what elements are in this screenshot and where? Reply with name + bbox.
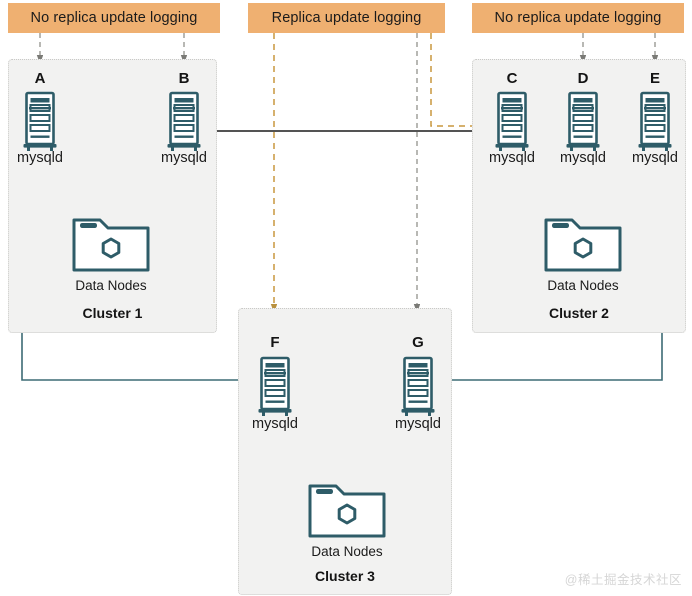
node-letter-C: C <box>506 70 518 87</box>
server-label-E: mysqld <box>632 150 678 166</box>
server-label-B: mysqld <box>161 150 207 166</box>
server-rack-icon-F <box>258 356 292 419</box>
server-rack-icon-C <box>495 91 529 154</box>
server-label-G: mysqld <box>395 416 441 432</box>
watermark: @稀土掘金技术社区 <box>564 573 682 587</box>
server-rack-icon-A <box>23 91 57 154</box>
node-letter-B: B <box>178 70 190 87</box>
node-letter-A: A <box>34 70 46 87</box>
server-rack-icon-G <box>401 356 435 419</box>
data-nodes-folder-icon-cluster-1 <box>71 212 151 274</box>
server-label-F: mysqld <box>252 416 298 432</box>
cluster-3-label: Cluster 3 <box>315 568 375 584</box>
cluster-1-label: Cluster 1 <box>82 305 143 321</box>
cluster-2-label: Cluster 2 <box>549 305 609 321</box>
server-label-A: mysqld <box>17 150 63 166</box>
data-nodes-folder-icon-cluster-2 <box>543 212 623 274</box>
banner-no-replica-update-logging-left: No replica update logging <box>8 3 220 33</box>
banner-replica-update-logging: Replica update logging <box>248 3 445 33</box>
node-letter-E: E <box>649 70 660 87</box>
server-label-C: mysqld <box>489 150 535 166</box>
data-nodes-folder-icon-cluster-3 <box>307 478 387 540</box>
server-rack-icon-D <box>566 91 600 154</box>
node-letter-G: G <box>412 334 424 351</box>
server-rack-icon-E <box>638 91 672 154</box>
node-letter-D: D <box>577 70 589 87</box>
data-nodes-label-cluster-1: Data Nodes <box>75 278 147 293</box>
node-letter-F: F <box>270 334 280 351</box>
banner-no-replica-update-logging-right: No replica update logging <box>472 3 684 33</box>
data-nodes-label-cluster-2: Data Nodes <box>547 278 619 293</box>
server-rack-icon-B <box>167 91 201 154</box>
server-label-D: mysqld <box>560 150 606 166</box>
data-nodes-label-cluster-3: Data Nodes <box>311 544 383 559</box>
cluster-3-container: Cluster 3 <box>238 308 452 595</box>
